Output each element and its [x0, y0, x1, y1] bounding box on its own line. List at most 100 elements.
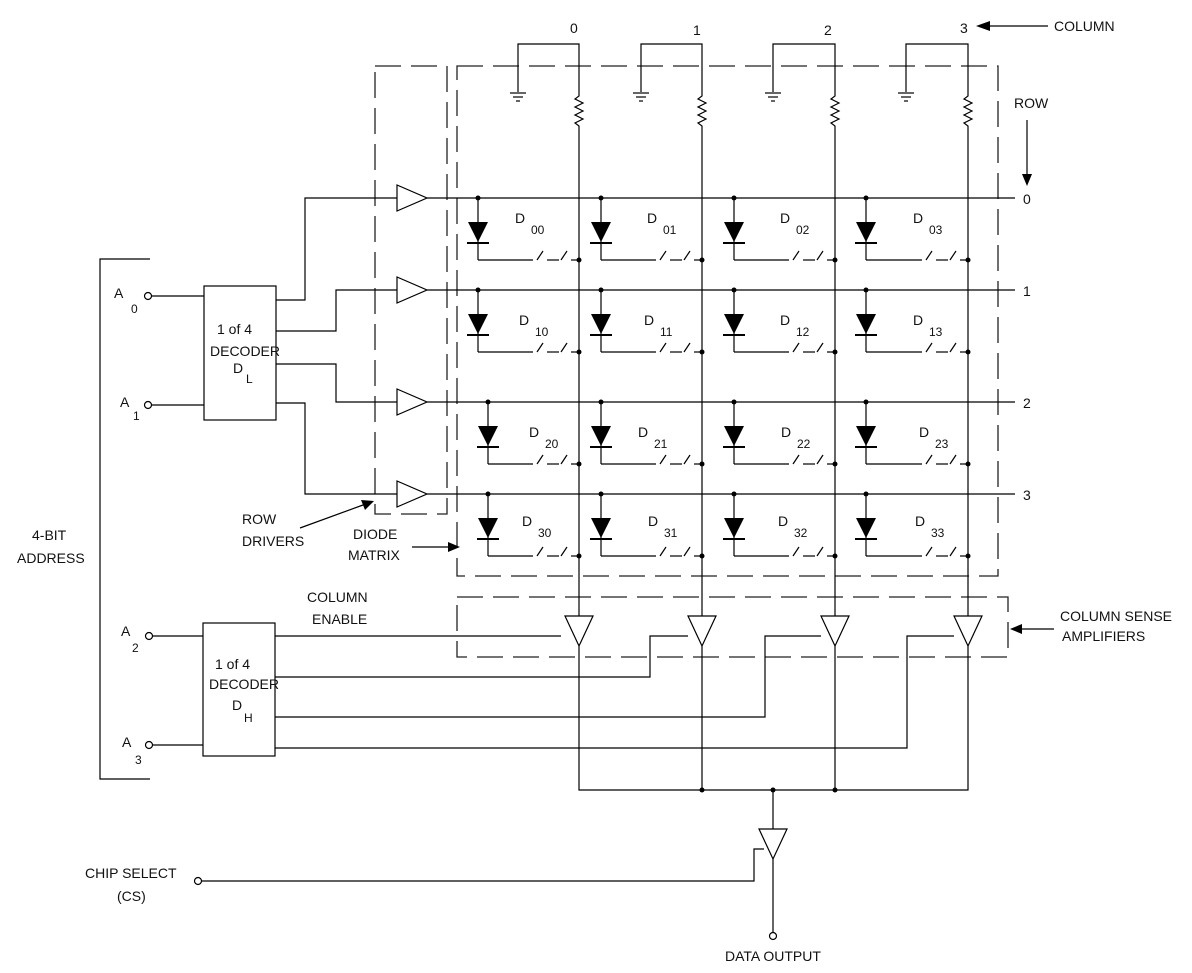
diode-matrix-label-line2: MATRIX — [348, 547, 401, 563]
chip-select-label-line1: CHIP SELECT — [85, 865, 177, 881]
diode-cell: D 33 — [855, 491, 971, 559]
junction-dot — [832, 553, 838, 559]
diode-label-letter: D — [529, 424, 539, 440]
diode-label-letter: D — [780, 312, 790, 328]
diode-label-index: 03 — [929, 223, 943, 237]
diode-icon — [855, 222, 877, 244]
diode-icon — [855, 314, 877, 336]
sense-amp-0-icon — [564, 615, 594, 648]
column-decoder-letter: D — [232, 697, 242, 713]
diode-label-index: 23 — [935, 437, 949, 451]
address-a1-pin[interactable] — [143, 400, 153, 410]
row-decoder-out-0 — [276, 197, 397, 301]
diode-icon — [477, 518, 499, 540]
diode-cell: D 01 — [590, 195, 705, 263]
chip-select-pin[interactable] — [193, 876, 203, 886]
diode-icon — [723, 426, 745, 448]
chip-select-label-line2: (CS) — [117, 888, 146, 904]
address-a2-index: 2 — [132, 641, 139, 655]
resistor-icon — [962, 92, 974, 130]
diode-cell: D31 — [590, 491, 705, 559]
diode-label-letter: D — [913, 312, 923, 328]
column-enable-label-line1: COLUMN — [307, 589, 368, 605]
address-a0-pin[interactable] — [143, 291, 153, 301]
row-driver-1-buffer-icon — [396, 276, 429, 304]
diode-label-index: 33 — [931, 526, 945, 540]
column-heading: COLUMN — [1054, 18, 1115, 34]
fuse-link-icon — [488, 546, 579, 557]
junction-dot — [832, 349, 838, 355]
diode-cell: D02 — [723, 195, 838, 263]
address-a3-pin[interactable] — [144, 740, 154, 750]
junction-dot — [576, 553, 582, 559]
column-decoder-out-1 — [275, 635, 688, 678]
sense-amplifiers-boundary — [456, 596, 1009, 658]
diode-label-index: 01 — [663, 223, 677, 237]
column-pullup-0 — [510, 43, 585, 130]
diode-label-letter: D — [647, 210, 657, 226]
fuse-link-icon — [866, 250, 968, 261]
diode-cell: D32 — [723, 491, 838, 559]
fuse-link-icon — [866, 454, 968, 465]
diode-cell: D23 — [855, 399, 971, 467]
junction-dot — [965, 349, 971, 355]
output-buffer-icon — [758, 828, 788, 861]
row-drivers-label-line2: DRIVERS — [242, 533, 304, 549]
diode-cell: D 12 — [723, 287, 838, 355]
column-number-0: 0 — [570, 20, 578, 36]
column-enable-label-line2: ENABLE — [312, 611, 367, 627]
diode-matrix-arrow-icon — [412, 542, 460, 552]
address-group-line2: ADDRESS — [17, 550, 85, 566]
diode-label-letter: D — [522, 513, 532, 529]
address-bracket — [99, 258, 150, 780]
resistor-icon — [696, 92, 708, 130]
fuse-link-icon — [478, 342, 579, 353]
data-output-pin[interactable] — [768, 931, 778, 941]
diode-label-letter: D — [638, 424, 648, 440]
sense-amp-2-icon — [820, 615, 850, 648]
diode-label-index: 13 — [929, 325, 943, 339]
diode-label-index: 32 — [794, 526, 808, 540]
row-arrow-icon — [1022, 120, 1032, 186]
diode-icon — [723, 314, 745, 336]
diode-label-letter: D — [644, 312, 654, 328]
column-number-2: 2 — [824, 22, 832, 38]
diode-label-index: 12 — [796, 325, 810, 339]
diode-matrix-boundary — [456, 65, 999, 577]
column-sense-arrow-icon — [1010, 624, 1054, 634]
address-a3-index: 3 — [135, 753, 142, 767]
diode-cell: D 20 — [477, 399, 582, 467]
diode-label-index: 30 — [538, 526, 552, 540]
diode-icon — [723, 222, 745, 244]
row-decoder-box — [203, 285, 277, 421]
column-pullup-1 — [633, 43, 708, 130]
fuse-link-icon — [478, 250, 579, 261]
row-decoder-letter: D — [233, 360, 243, 376]
address-a1-letter: A — [120, 394, 130, 410]
diode-icon — [590, 314, 612, 336]
row-driver-3-buffer-icon — [396, 480, 429, 508]
junction-dot — [576, 461, 582, 467]
diode-label-index: 22 — [797, 437, 811, 451]
junction-dot — [576, 257, 582, 263]
diode-label-index: 21 — [654, 437, 668, 451]
diode-cell: D03 — [855, 195, 971, 263]
diode-cell: D00 — [467, 195, 582, 263]
column-number-3: 3 — [960, 20, 968, 36]
column-decoder-out-2 — [275, 635, 821, 718]
address-a2-pin[interactable] — [144, 631, 154, 641]
ground-icon — [898, 92, 914, 102]
diode-label-index: 02 — [796, 223, 810, 237]
row-decoder-out-3 — [276, 402, 397, 495]
diode-label-index: 10 — [535, 325, 549, 339]
column-sense-label-line2: AMPLIFIERS — [1062, 628, 1145, 644]
fuse-link-icon — [488, 454, 579, 465]
row-heading: ROW — [1014, 95, 1049, 111]
diode-cell: D 13 — [855, 287, 971, 355]
diode-label-index: 20 — [545, 437, 559, 451]
address-a2-letter: A — [121, 623, 131, 639]
diode-cell: D 21 — [590, 399, 705, 467]
diode-cell: D10 — [467, 287, 582, 355]
diode-label-letter: D — [915, 513, 925, 529]
ground-icon — [765, 92, 781, 102]
